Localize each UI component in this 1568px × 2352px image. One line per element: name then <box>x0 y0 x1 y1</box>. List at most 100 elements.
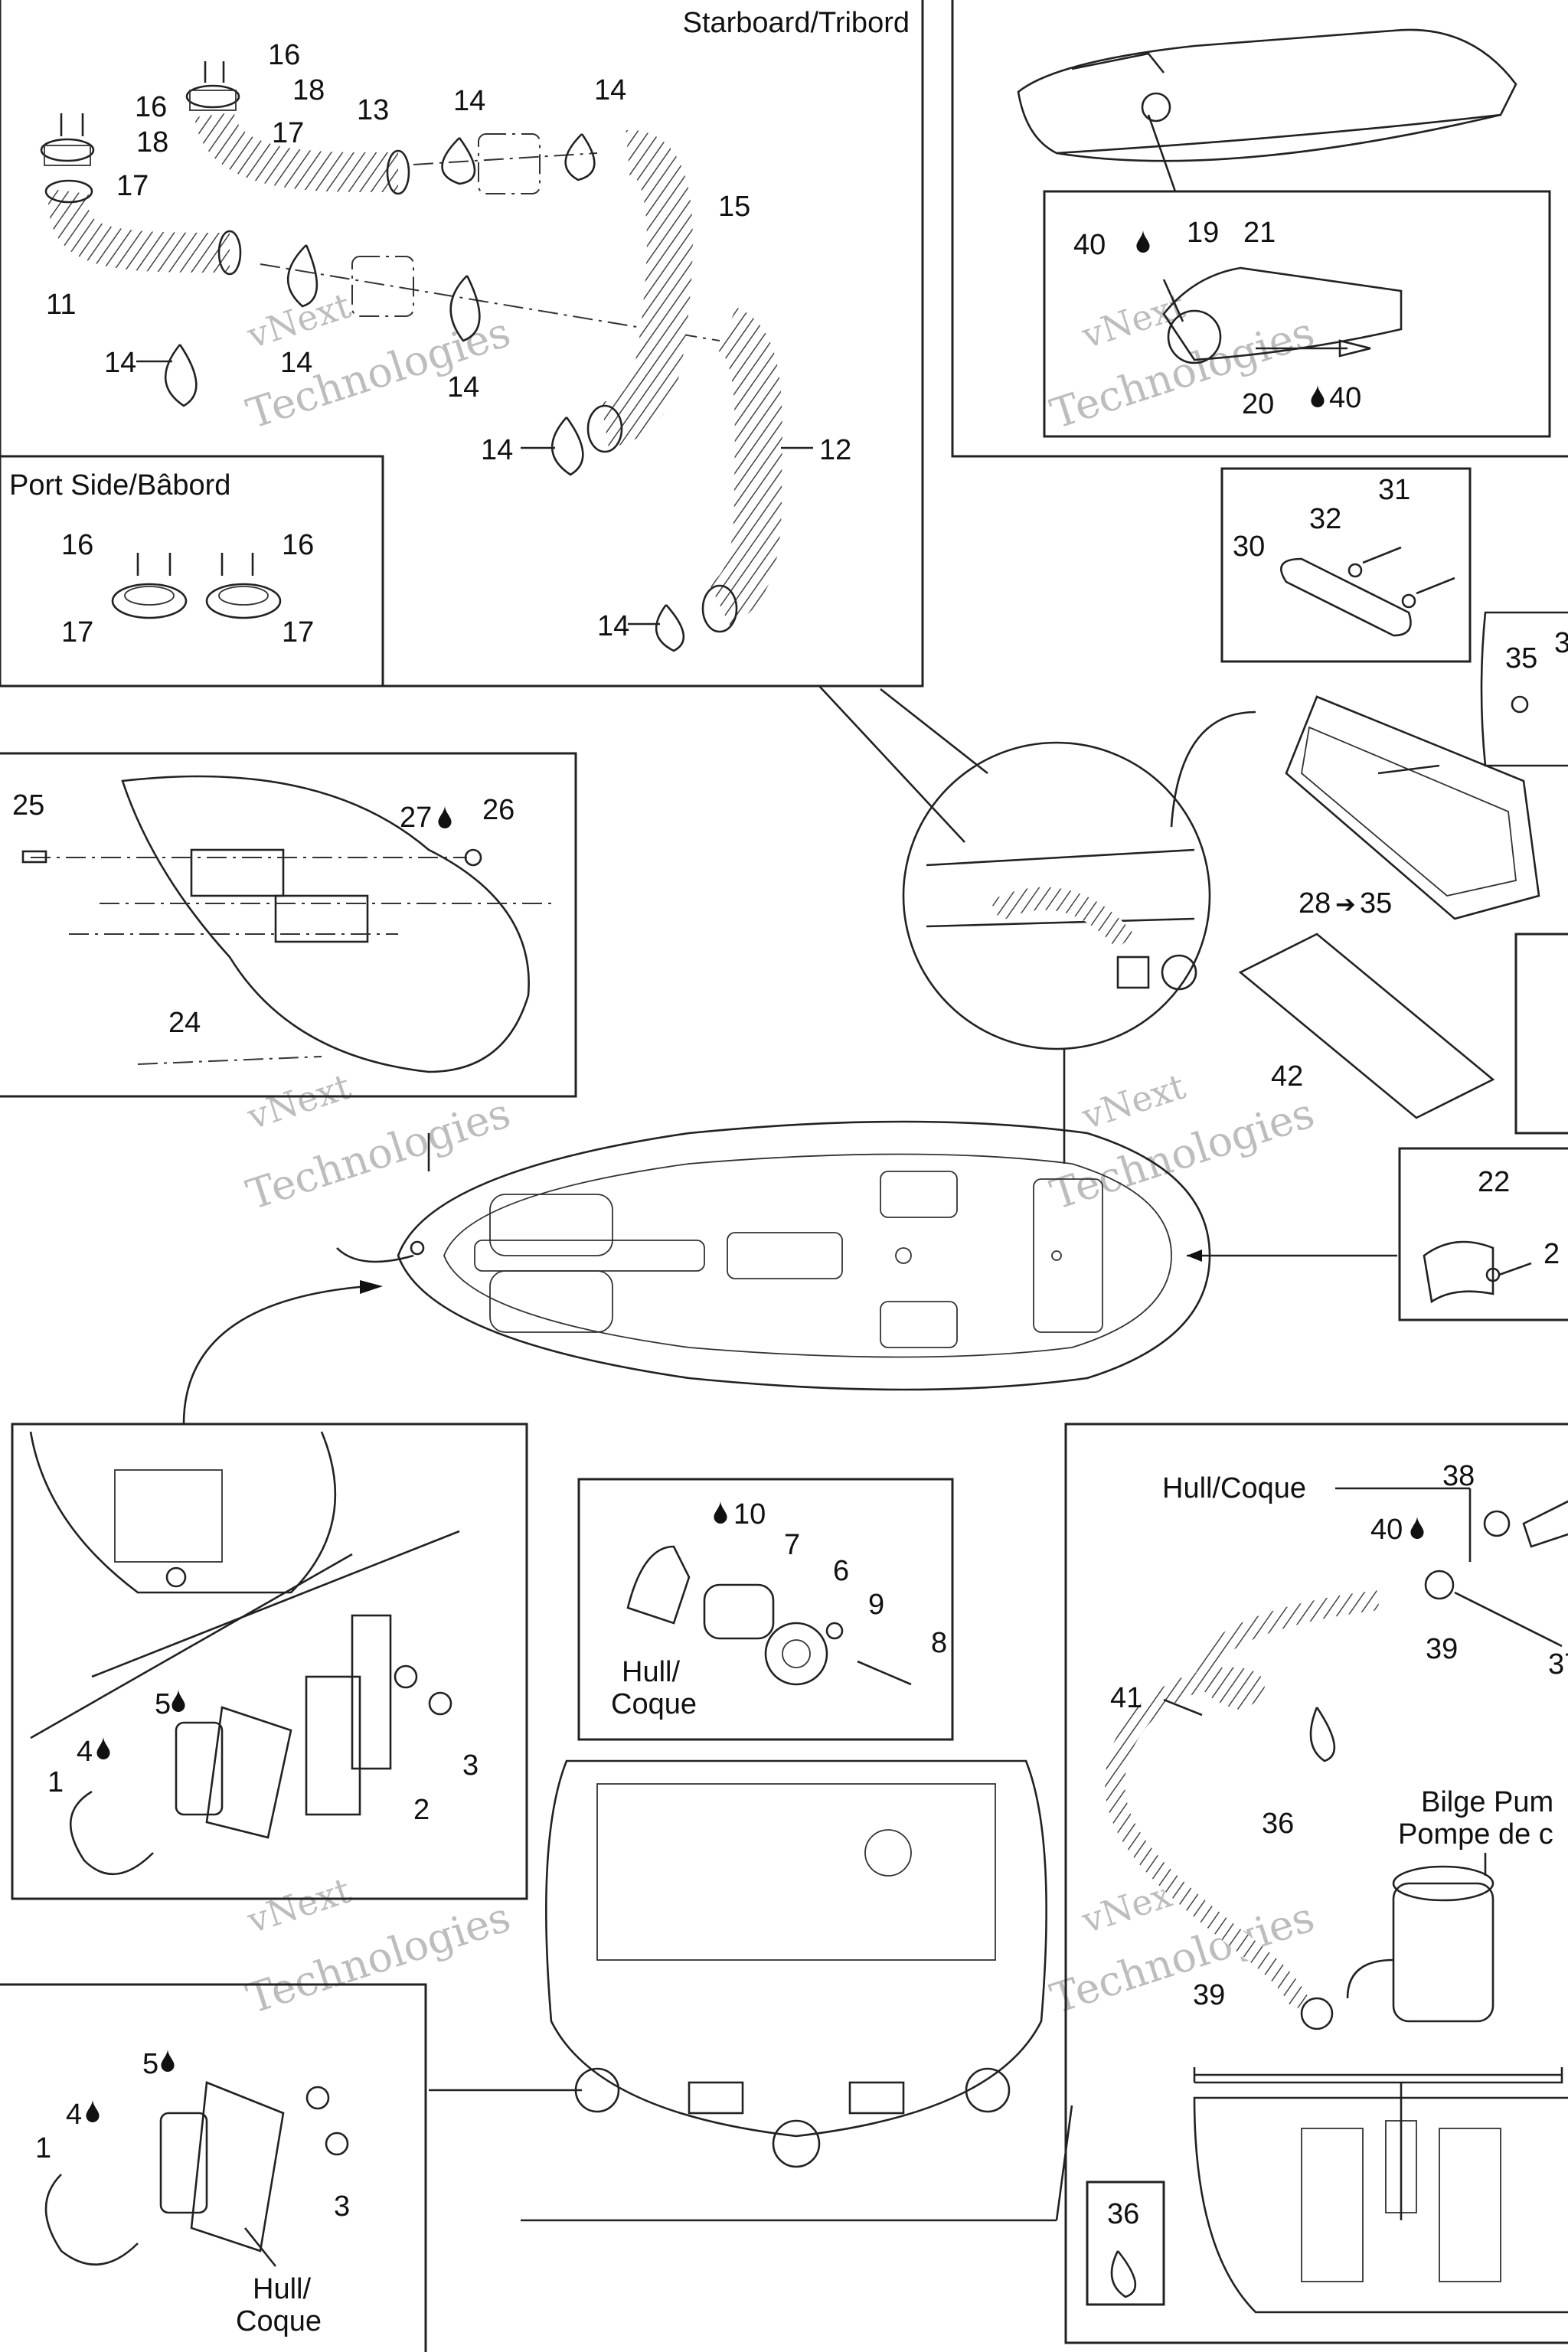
vent-cap-17 <box>40 138 95 162</box>
callout-18: 18 <box>292 74 325 106</box>
storage-tray-panel: 35 3 28 35 ➔ 42 <box>1170 611 1568 1135</box>
callout-16: 16 <box>61 529 93 561</box>
bumper-22 <box>1423 1240 1494 1304</box>
hull-top-view <box>336 1120 1397 1391</box>
right-arrow-icon: ➔ <box>1335 890 1356 918</box>
callout-3x: 3 <box>1554 627 1568 659</box>
callout-24: 24 <box>168 1007 201 1039</box>
hull-bottom-view <box>1193 2096 1568 2314</box>
nut-3 <box>305 2086 330 2110</box>
callout-16: 16 <box>268 39 300 71</box>
deck-fitting-panel: 40 19 21 20 40 <box>951 0 1568 458</box>
gasket <box>190 2081 285 2252</box>
mounting-bracket-24 <box>274 894 369 943</box>
oil-drop-icon <box>96 1736 110 1759</box>
nut-39 <box>1424 1570 1455 1600</box>
callout-40: 40 <box>1073 229 1106 261</box>
callout-37: 37 <box>1548 1648 1568 1681</box>
clamp-14 <box>449 275 481 342</box>
plate-5 <box>159 2112 208 2214</box>
ubolt-lower-panel: 5 4 1 3 Hull/ Coque <box>0 1983 427 2352</box>
callout-31: 31 <box>1378 474 1410 506</box>
transom-outline <box>545 1759 1047 2138</box>
vent-cap-17 <box>205 583 282 619</box>
discharge-hose-41 <box>1105 1590 1380 2011</box>
callout-6: 6 <box>833 1555 849 1587</box>
oil-drop-icon <box>86 2099 100 2122</box>
hull-section <box>626 1545 691 1625</box>
callout-10: 10 <box>733 1498 766 1530</box>
watermark-layer: vNext Technologies vNext Technologies vN… <box>241 284 1320 2023</box>
callout-35b: 35 <box>1360 887 1392 920</box>
callout-14: 14 <box>453 85 485 117</box>
oil-drop-icon <box>1136 230 1150 253</box>
hull-label: Coque <box>611 1688 697 1720</box>
callout-17: 17 <box>282 616 314 648</box>
vent-grille-18 <box>189 90 237 111</box>
callout-7: 7 <box>784 1529 800 1561</box>
callout-14: 14 <box>280 347 312 379</box>
watermark: vNext <box>242 1065 356 1137</box>
deck-fitting-19 <box>1162 266 1403 361</box>
callout-17: 17 <box>116 170 149 202</box>
vent-hose-13 <box>194 110 399 193</box>
transom-view <box>29 1431 337 1594</box>
callout-25: 25 <box>12 789 44 822</box>
seat-cushion <box>489 1194 613 1256</box>
hull-label: Hull/ <box>622 1656 680 1688</box>
vent-cap-17 <box>185 84 240 109</box>
vent-hose-15 <box>599 129 693 448</box>
callout-38: 38 <box>1442 1460 1475 1492</box>
watermark: vNext <box>242 1869 356 1941</box>
callout-36: 36 <box>1107 2198 1139 2230</box>
hull-label: Coque <box>236 2305 322 2337</box>
seat-base-panel <box>121 775 530 1073</box>
callout-42: 42 <box>1271 1060 1303 1093</box>
callout-9: 9 <box>868 1589 884 1621</box>
grommet-38 <box>1483 1510 1511 1537</box>
callout-14: 14 <box>104 347 136 379</box>
callout-40: 40 <box>1370 1514 1403 1546</box>
panel-title: Port Side/Bâbord <box>9 469 230 501</box>
hose-end <box>217 230 242 276</box>
hull-label: Hull/Coque <box>1162 1472 1306 1504</box>
callout-2: 2 <box>413 1794 430 1826</box>
clamp-14 <box>286 244 318 308</box>
callout-14: 14 <box>597 610 629 642</box>
callout-8: 8 <box>931 1627 947 1659</box>
callout-36: 36 <box>1262 1808 1294 1840</box>
callout-32: 32 <box>1309 503 1341 535</box>
oil-drop-icon <box>438 805 452 828</box>
bow-seat <box>1033 1178 1103 1333</box>
callout-1: 1 <box>47 1766 64 1798</box>
callout-14: 14 <box>447 371 479 403</box>
hull-rear-view <box>429 1759 1073 2222</box>
vent-hose-11 <box>48 188 230 273</box>
drain-plug-panel: 10 7 6 9 8 Hull/ Coque <box>577 1478 954 1741</box>
clamp-14 <box>655 604 685 652</box>
seat-detail-circle <box>880 688 1211 1164</box>
u-bolt-1 <box>69 1790 154 1876</box>
bracket-2 <box>305 1675 361 1816</box>
pump-label: Bilge Pum <box>1421 1786 1553 1818</box>
ubolt-upper-panel: 5 4 1 3 2 <box>11 1423 528 1900</box>
callout-16: 16 <box>135 91 167 123</box>
oil-drop-icon <box>714 1501 727 1524</box>
drain-plug-6 <box>764 1622 828 1686</box>
callout-39: 39 <box>1193 1979 1225 2011</box>
callout-18: 18 <box>136 126 168 158</box>
callout-23: 2 <box>1544 1238 1560 1270</box>
hose-end <box>701 584 738 633</box>
watermark: vNext <box>1076 1065 1191 1137</box>
seat-cushion <box>489 1270 613 1333</box>
handle-panel: 31 32 30 <box>1220 467 1472 663</box>
oil-drop-icon <box>161 2049 175 2072</box>
clamp-14 <box>550 416 584 476</box>
callout-11: 11 <box>46 289 76 321</box>
screw-8 <box>857 1660 912 1686</box>
gasket <box>205 1706 292 1839</box>
thru-hull-fitting <box>1522 1500 1568 1548</box>
callout-14: 14 <box>594 74 626 106</box>
callout-5: 5 <box>142 2048 158 2080</box>
callout-4: 4 <box>66 2099 82 2131</box>
